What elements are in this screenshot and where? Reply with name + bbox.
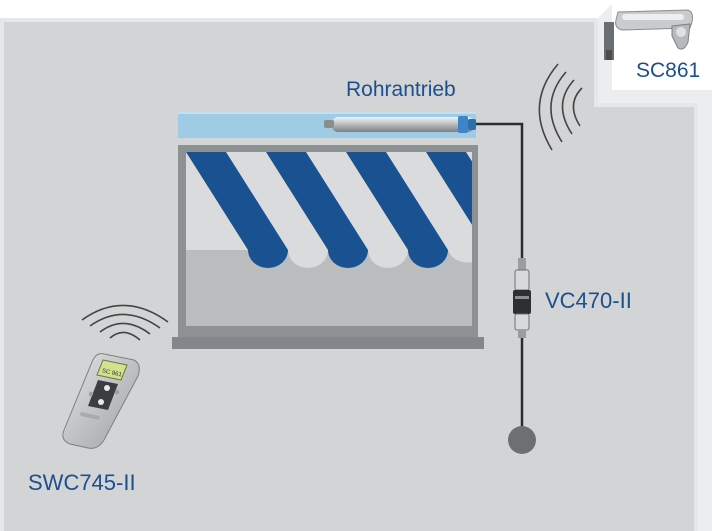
awning-fabric [186, 152, 472, 250]
awning-valance [248, 250, 472, 268]
motor-label: Rohrantrieb [346, 78, 456, 101]
tubular-motor-icon [324, 116, 476, 133]
handheld-remote-icon: SC 861 [62, 353, 140, 449]
remote-label: SWC745-II [28, 470, 136, 495]
cable-plug-icon [508, 426, 536, 454]
remote-display-text: SC 861 [101, 368, 122, 378]
sensor-label: SC861 [636, 59, 701, 82]
radio-waves-icon [538, 63, 583, 151]
in-line-actuator-icon [513, 258, 531, 338]
sun-wind-sensor-icon [604, 9, 693, 60]
motor-cable [476, 122, 524, 428]
actuator-label: VC470-II [545, 288, 632, 313]
radio-waves-icon [81, 304, 169, 341]
